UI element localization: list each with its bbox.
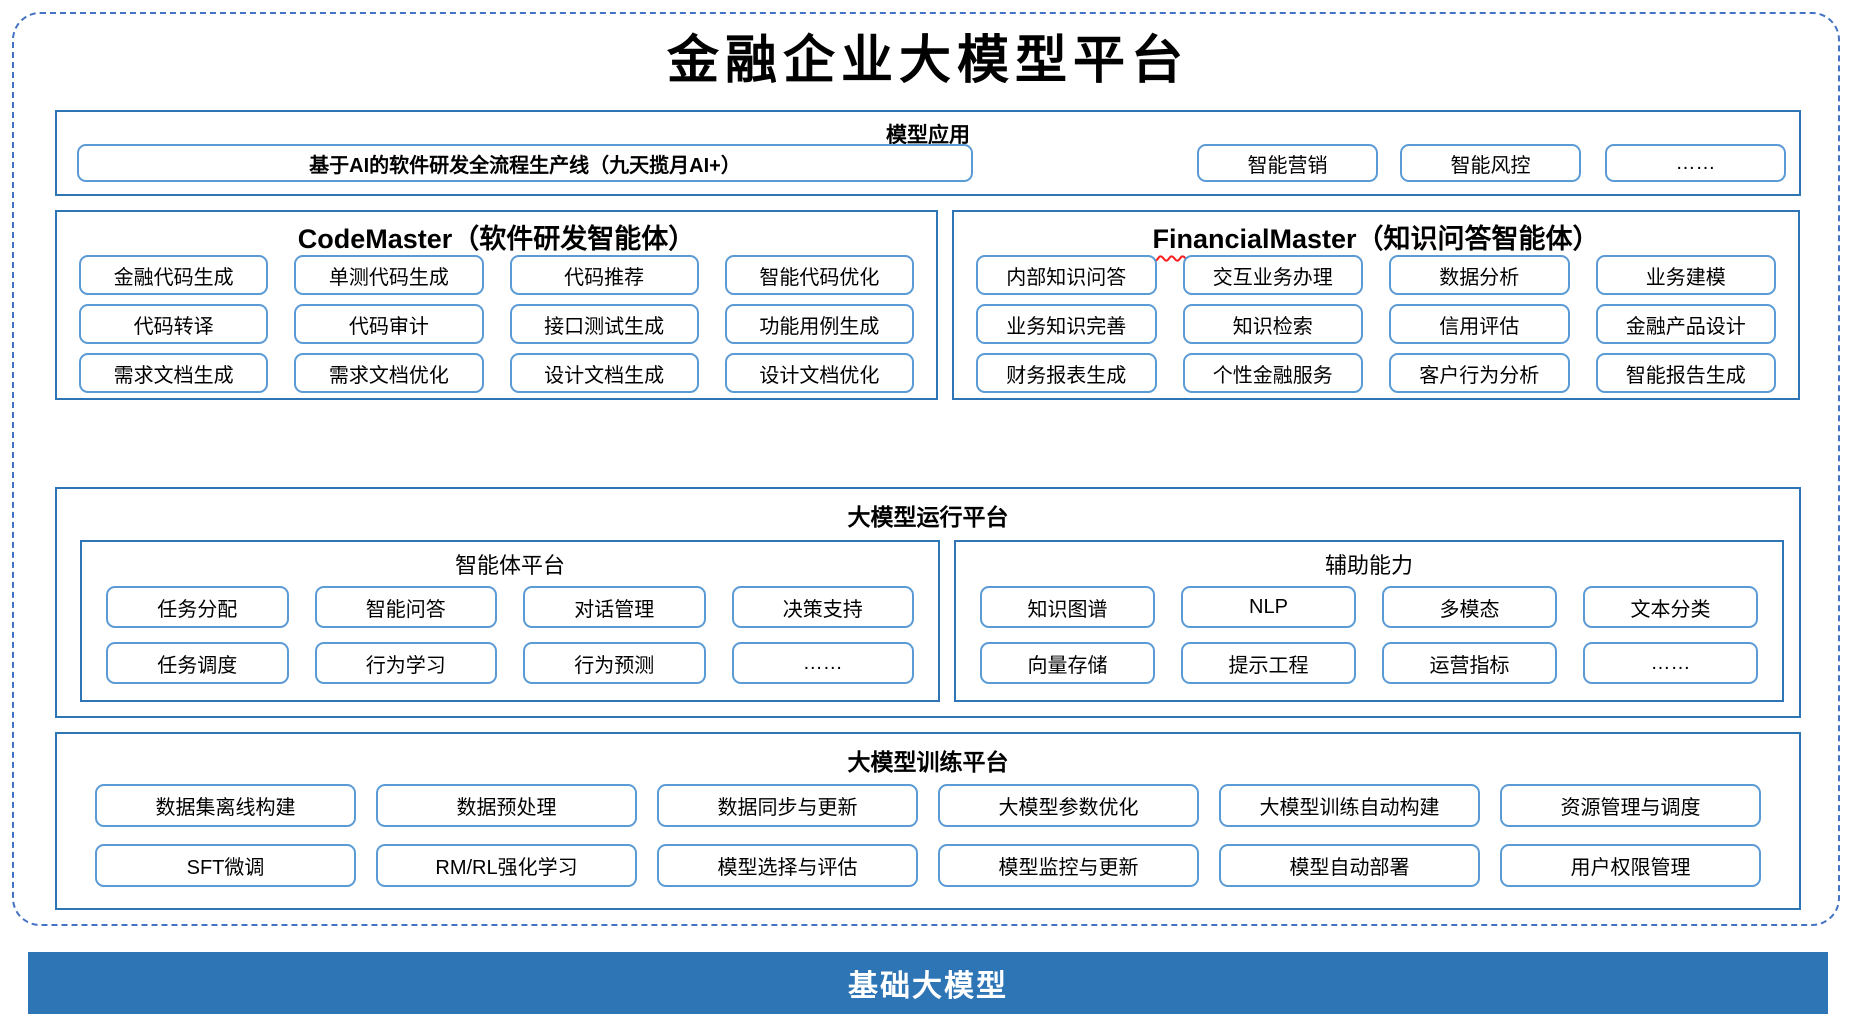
codemaster-box: 单测代码生成 (294, 255, 484, 295)
agent-platform-grid: 任务分配 智能问答 对话管理 决策支持 任务调度 行为学习 行为预测 …… (106, 586, 914, 684)
financialmaster-name: FinancialMaster (1152, 224, 1357, 254)
subsection-auxiliary-capabilities: 辅助能力 知识图谱 NLP 多模态 文本分类 向量存储 提示工程 运营指标 …… (954, 540, 1784, 702)
agent-platform-box-ellipsis: …… (731, 642, 914, 684)
section-model-applications: 模型应用 基于AI的软件研发全流程生产线（九天揽月AI+） 智能营销 智能风控 … (55, 110, 1801, 196)
codemaster-box: 金融代码生成 (79, 255, 269, 295)
training-box: 大模型参数优化 (938, 784, 1199, 827)
financialmaster-grid: 内部知识问答 交互业务办理 数据分析 业务建模 业务知识完善 知识检索 信用评估… (976, 255, 1776, 393)
training-box: 用户权限管理 (1500, 844, 1761, 887)
subsection-title-auxiliary: 辅助能力 (1324, 553, 1413, 578)
financialmaster-box: 内部知识问答 (976, 255, 1157, 295)
subsection-title-agent-platform: 智能体平台 (454, 553, 565, 578)
financialmaster-box: 信用评估 (1389, 304, 1570, 344)
agent-platform-box: 行为学习 (314, 642, 497, 684)
training-box: 模型监控与更新 (938, 844, 1199, 887)
financialmaster-box: 知识检索 (1182, 304, 1363, 344)
auxiliary-box: 向量存储 (980, 642, 1155, 684)
financialmaster-box: 业务知识完善 (976, 304, 1157, 344)
applications-row: 基于AI的软件研发全流程生产线（九天揽月AI+） 智能营销 智能风控 …… (57, 144, 1799, 182)
financialmaster-box: 智能报告生成 (1595, 353, 1776, 393)
codemaster-box: 代码审计 (294, 304, 484, 344)
auxiliary-box: 文本分类 (1583, 586, 1758, 628)
app-box-pipeline: 基于AI的软件研发全流程生产线（九天揽月AI+） (77, 144, 973, 182)
training-box: 数据集离线构建 (95, 784, 356, 827)
page-title: 金融企业大模型平台 (666, 33, 1189, 90)
agent-platform-box: 行为预测 (523, 642, 706, 684)
codemaster-box: 需求文档生成 (79, 353, 269, 393)
codemaster-box: 接口测试生成 (509, 304, 699, 344)
app-box-ellipsis: …… (1605, 144, 1786, 182)
section-title-model-applications: 模型应用 (886, 124, 970, 147)
codemaster-subtitle: （软件研发智能体） (452, 224, 696, 254)
training-box: 数据预处理 (376, 784, 637, 827)
codemaster-box: 智能代码优化 (724, 255, 914, 295)
financialmaster-subtitle: （知识问答智能体） (1356, 224, 1600, 254)
auxiliary-grid: 知识图谱 NLP 多模态 文本分类 向量存储 提示工程 运营指标 …… (980, 586, 1758, 684)
app-box: 智能风控 (1400, 144, 1581, 182)
section-codemaster: CodeMaster（软件研发智能体） 金融代码生成 单测代码生成 代码推荐 智… (55, 210, 938, 400)
training-box: 数据同步与更新 (657, 784, 918, 827)
training-box: 模型自动部署 (1219, 844, 1480, 887)
training-grid: 数据集离线构建 数据预处理 数据同步与更新 大模型参数优化 大模型训练自动构建 … (95, 784, 1761, 887)
codemaster-grid: 金融代码生成 单测代码生成 代码推荐 智能代码优化 代码转译 代码审计 接口测试… (79, 255, 914, 393)
section-title-training: 大模型训练平台 (847, 749, 1009, 775)
agent-platform-box: 智能问答 (314, 586, 497, 628)
financialmaster-box: 个性金融服务 (1182, 353, 1363, 393)
agent-platform-box: 决策支持 (731, 586, 914, 628)
financialmaster-box: 金融产品设计 (1595, 304, 1776, 344)
codemaster-box: 代码推荐 (509, 255, 699, 295)
section-training-platform: 大模型训练平台 数据集离线构建 数据预处理 数据同步与更新 大模型参数优化 大模… (55, 732, 1801, 910)
codemaster-box: 功能用例生成 (724, 304, 914, 344)
section-title-codemaster: CodeMaster（软件研发智能体） (57, 212, 936, 256)
codemaster-name: CodeMaster (297, 224, 453, 254)
outer-dashed-border (12, 12, 1840, 926)
auxiliary-box-ellipsis: …… (1583, 642, 1758, 684)
agent-platform-box: 对话管理 (523, 586, 706, 628)
financialmaster-box: 客户行为分析 (1389, 353, 1570, 393)
section-runtime-platform: 大模型运行平台 智能体平台 任务分配 智能问答 对话管理 决策支持 任务调度 行… (55, 487, 1801, 718)
training-box: RM/RL强化学习 (376, 844, 637, 887)
training-box: 模型选择与评估 (657, 844, 918, 887)
foundation-model-bar: 基础大模型 (28, 952, 1828, 1014)
training-box: 资源管理与调度 (1500, 784, 1761, 827)
financialmaster-box: 交互业务办理 (1182, 255, 1363, 295)
auxiliary-box: 提示工程 (1181, 642, 1356, 684)
agent-platform-box: 任务分配 (106, 586, 289, 628)
financialmaster-box: 财务报表生成 (976, 353, 1157, 393)
codemaster-box: 代码转译 (79, 304, 269, 344)
app-box: 智能营销 (1197, 144, 1378, 182)
auxiliary-box: NLP (1181, 586, 1356, 628)
subsection-agent-platform: 智能体平台 任务分配 智能问答 对话管理 决策支持 任务调度 行为学习 行为预测… (80, 540, 940, 702)
auxiliary-box: 运营指标 (1382, 642, 1557, 684)
training-box: 大模型训练自动构建 (1219, 784, 1480, 827)
section-title-runtime: 大模型运行平台 (847, 504, 1009, 530)
auxiliary-box: 多模态 (1382, 586, 1557, 628)
section-financialmaster: FinancialMaster（知识问答智能体） 内部知识问答 交互业务办理 数… (952, 210, 1800, 400)
codemaster-box: 需求文档优化 (294, 353, 484, 393)
auxiliary-box: 知识图谱 (980, 586, 1155, 628)
section-title-financialmaster: FinancialMaster（知识问答智能体） (954, 212, 1798, 256)
codemaster-box: 设计文档生成 (509, 353, 699, 393)
agent-platform-box: 任务调度 (106, 642, 289, 684)
codemaster-box: 设计文档优化 (724, 353, 914, 393)
financialmaster-box: 业务建模 (1595, 255, 1776, 295)
financialmaster-box: 数据分析 (1389, 255, 1570, 295)
training-box: SFT微调 (95, 844, 356, 887)
foundation-model-label: 基础大模型 (848, 970, 1008, 1003)
